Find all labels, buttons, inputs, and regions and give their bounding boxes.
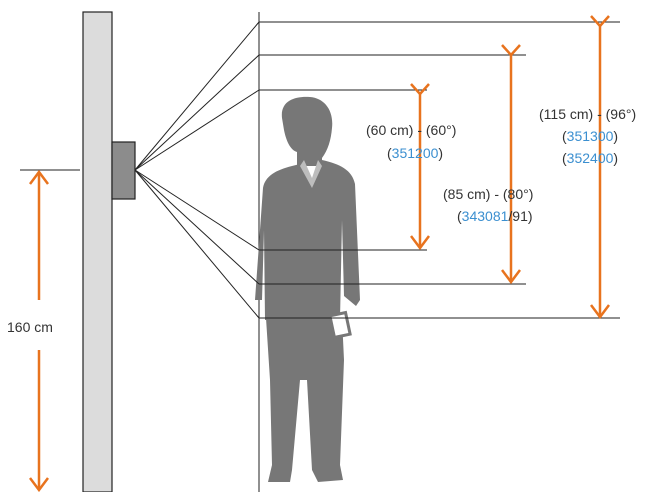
coverage-code-line: (351200) (387, 145, 443, 161)
coverage-arrow (590, 15, 610, 320)
coverage-range-text: (85 cm) - (80°) (443, 186, 533, 202)
mount-height-arrow (29, 169, 49, 492)
fov-ray-lower (134, 169, 260, 319)
product-code-link[interactable]: 351200 (392, 145, 439, 161)
coverage-arrow-tail (410, 83, 430, 96)
coverage-label-60: (60 cm) - (60°) (351200) (366, 122, 456, 161)
coverage-arrow (501, 44, 521, 285)
phone-in-hand (328, 310, 352, 340)
coverage-arrow (410, 83, 430, 251)
product-code-link[interactable]: 351300 (567, 128, 614, 144)
door-station-device (111, 141, 136, 200)
coverage-label-85: (85 cm) - (80°) (343081/91) (443, 186, 533, 224)
fov-ray-upper (134, 54, 260, 171)
field-of-view-lines (134, 21, 620, 319)
shirt-collar (300, 160, 322, 188)
coverage-code-line: (352400) (562, 150, 618, 166)
coverage-label-115: (115 cm) - (96°) (351300) (352400) (539, 106, 636, 166)
fov-ray-lower (134, 169, 260, 285)
fov-ray-lower (134, 169, 260, 251)
coverage-arrow-head (410, 235, 430, 251)
coverage-arrow-tail (590, 15, 610, 28)
mount-height-label: 160 cm (7, 319, 53, 335)
coverage-code-line: (351300) (562, 128, 618, 144)
wall (82, 11, 113, 492)
coverage-arrow-tail (501, 44, 521, 57)
fov-ray-upper (134, 89, 260, 171)
product-code-link[interactable]: 352400 (567, 150, 614, 166)
coverage-range-text: (115 cm) - (96°) (539, 106, 636, 122)
coverage-arrows (410, 15, 610, 320)
product-code-link[interactable]: 343081 (462, 208, 509, 224)
person-silhouette (255, 96, 360, 482)
fov-ray-upper (134, 21, 260, 171)
coverage-arrow-head (590, 304, 610, 320)
coverage-range-text: (60 cm) - (60°) (366, 122, 456, 138)
coverage-code-line: (343081/91) (457, 208, 533, 224)
coverage-arrow-head (501, 269, 521, 285)
